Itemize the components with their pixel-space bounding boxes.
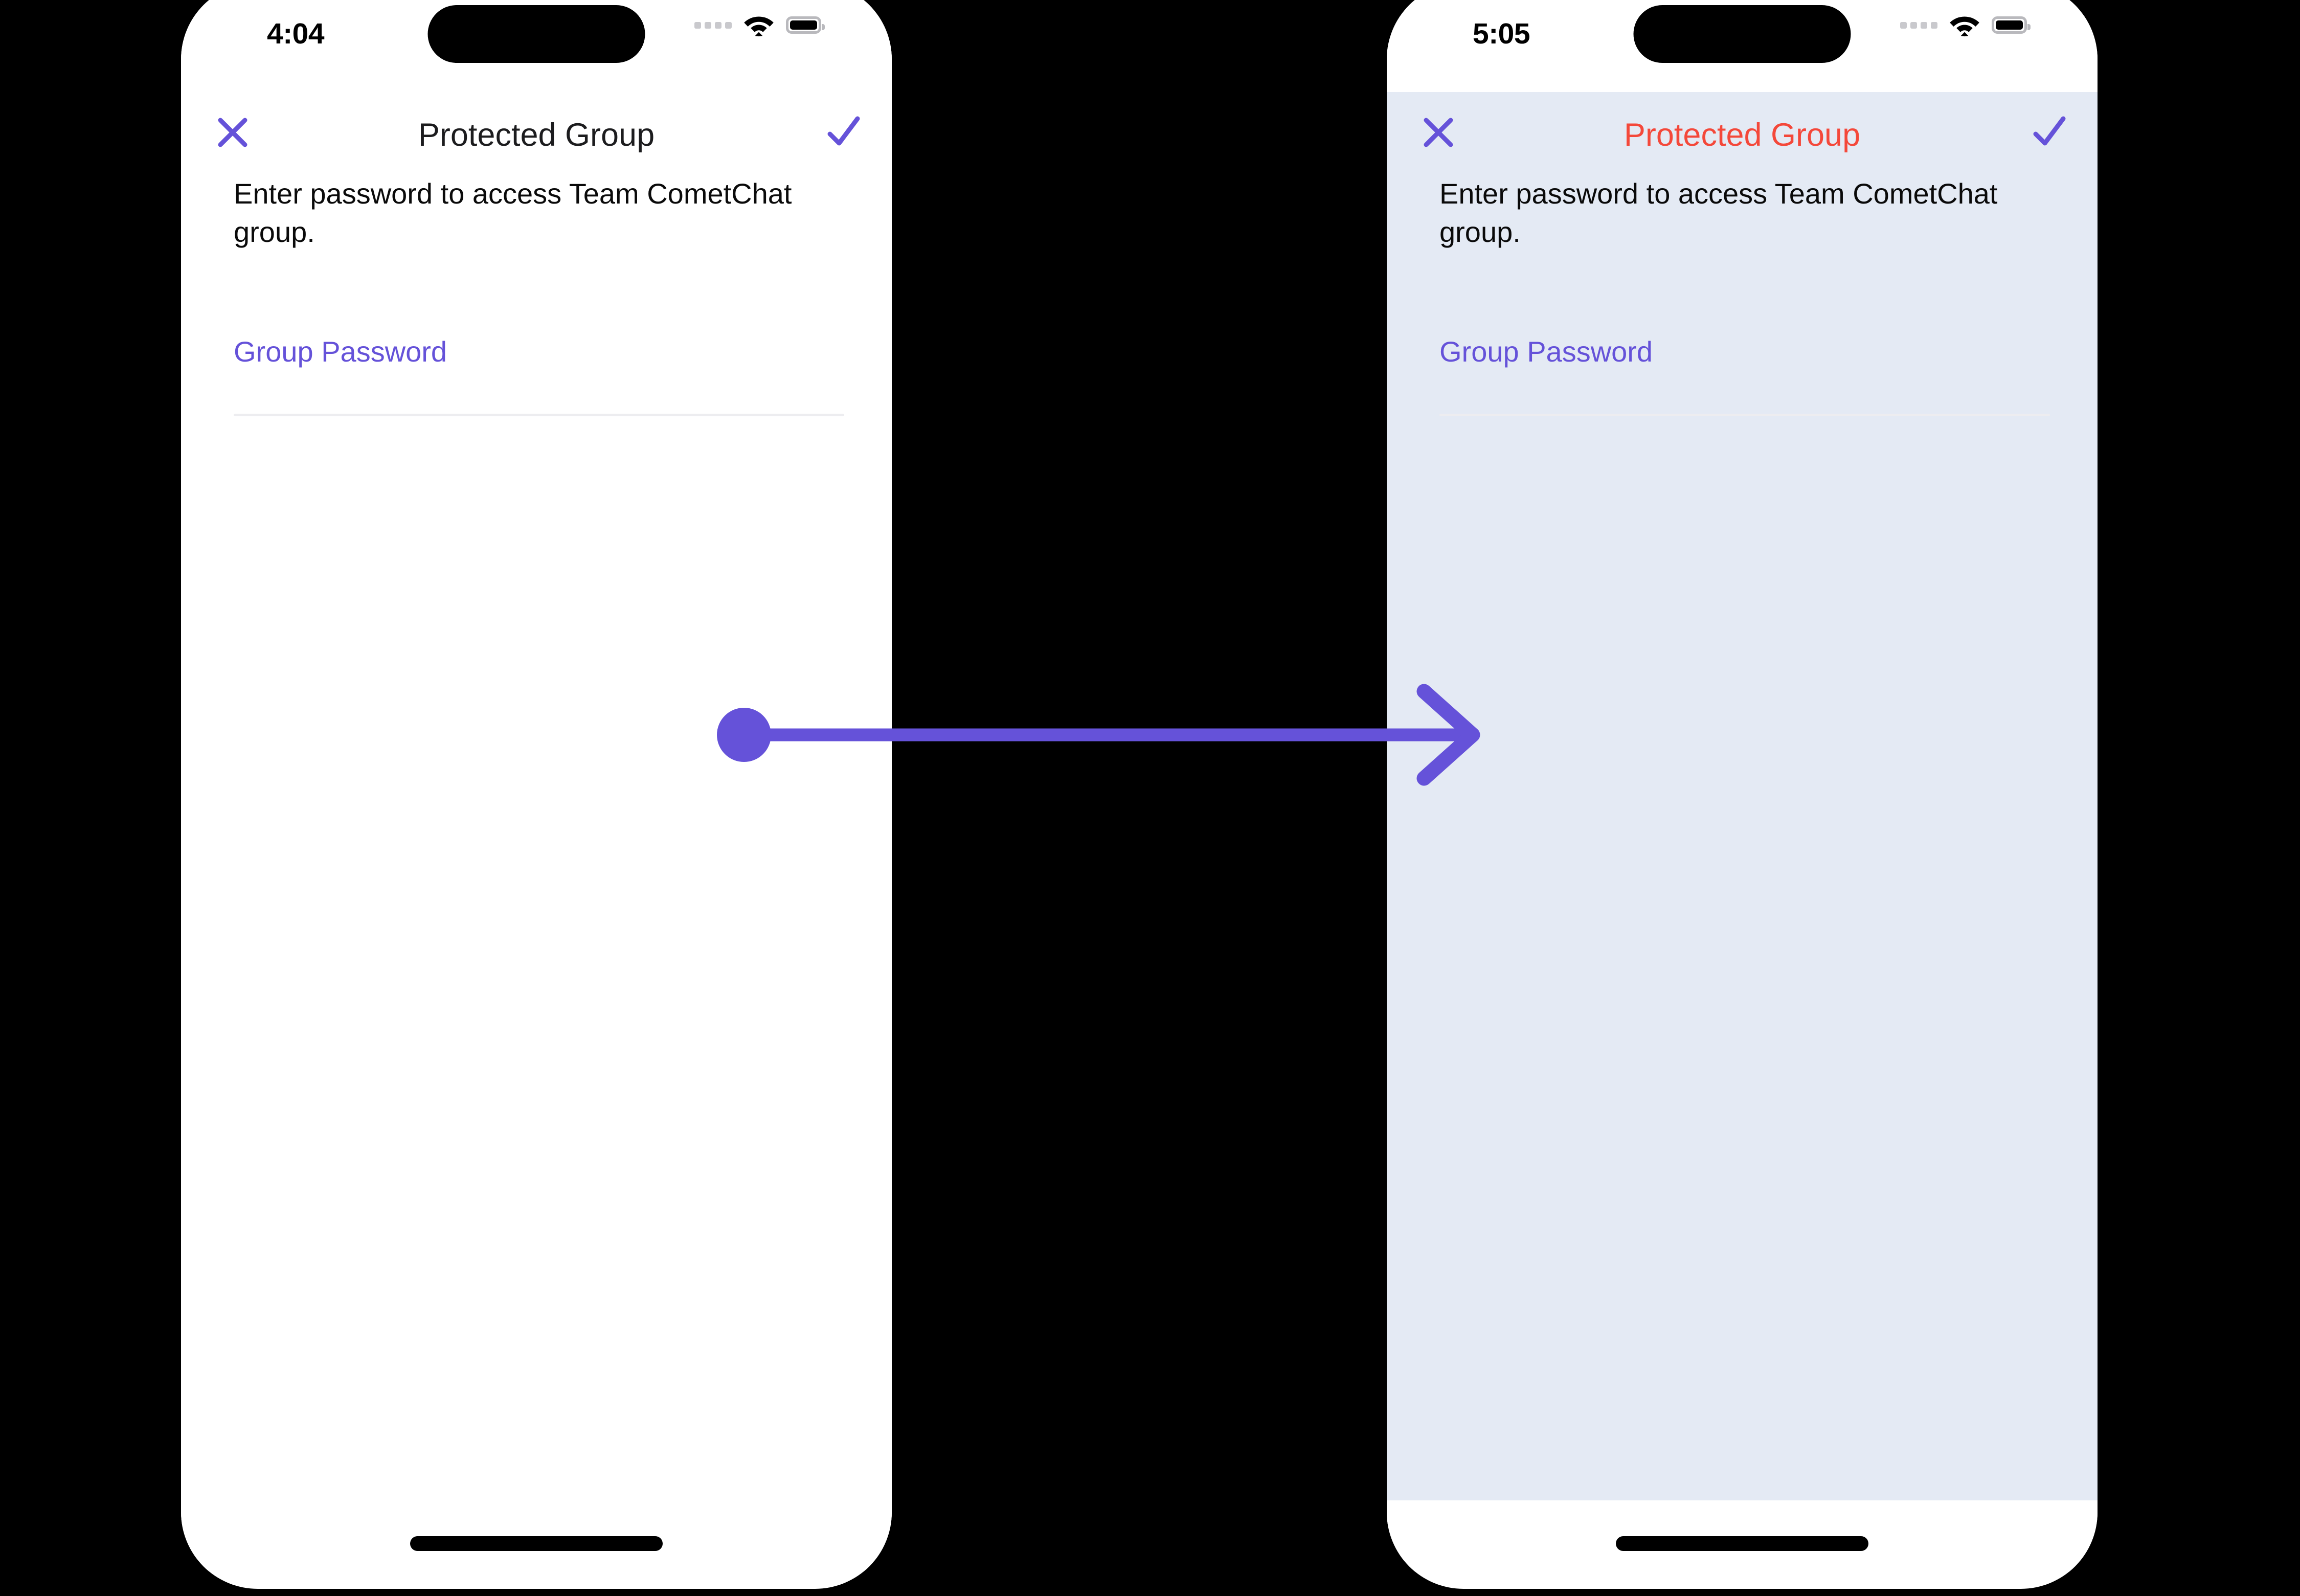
- instruction-text: Enter password to access Team CometChat …: [1439, 177, 1998, 249]
- dynamic-island: [1633, 5, 1851, 63]
- screen-before: 4:04: [181, 0, 892, 1589]
- battery-full-icon: [786, 16, 825, 34]
- cellular-dots-icon: [1900, 21, 1937, 29]
- page-title: Protected Group: [1623, 117, 1861, 153]
- status-bar-time: 5:05: [1473, 17, 1530, 50]
- nav-bar-before: Protected Group: [181, 92, 892, 167]
- group-password-underline: [234, 414, 844, 416]
- bottom-safe-area: [1387, 1500, 2098, 1571]
- status-bar-before: 4:04: [181, 0, 892, 92]
- nav-bar-after: Protected Group: [1387, 92, 2098, 167]
- status-bar-indicators: [694, 13, 825, 37]
- screen-after: 5:05: [1387, 0, 2098, 1589]
- battery-full-icon: [1992, 16, 2031, 34]
- wifi-icon: [1950, 16, 1979, 37]
- check-icon[interactable]: [2027, 109, 2071, 153]
- phone-mockup-after: 5:05: [1387, 0, 2098, 1589]
- group-password-underline: [1439, 414, 2050, 416]
- close-icon[interactable]: [1419, 114, 1457, 151]
- home-indicator[interactable]: [1616, 1536, 1868, 1551]
- dynamic-island: [427, 5, 645, 63]
- wifi-icon: [744, 16, 774, 37]
- cellular-dots-icon: [694, 21, 732, 29]
- status-bar-time: 4:04: [267, 17, 325, 50]
- instruction-text: Enter password to access Team CometChat …: [234, 177, 792, 249]
- group-password-input[interactable]: [1439, 371, 2050, 413]
- close-icon[interactable]: [214, 114, 252, 151]
- status-bar-indicators: [1900, 13, 2031, 37]
- phone-mockup-before: 4:04: [181, 0, 892, 1589]
- group-password-input[interactable]: [234, 371, 844, 413]
- status-bar-after: 5:05: [1387, 0, 2098, 92]
- app-body-after: Protected Group Enter password to access…: [1387, 92, 2098, 1500]
- group-password-label: Group Password: [1439, 335, 1653, 368]
- check-icon[interactable]: [821, 109, 865, 153]
- group-password-label: Group Password: [234, 335, 447, 368]
- app-body-before: Protected Group Enter password to access…: [181, 92, 892, 1571]
- page-title: Protected Group: [418, 117, 655, 153]
- home-indicator[interactable]: [410, 1536, 663, 1551]
